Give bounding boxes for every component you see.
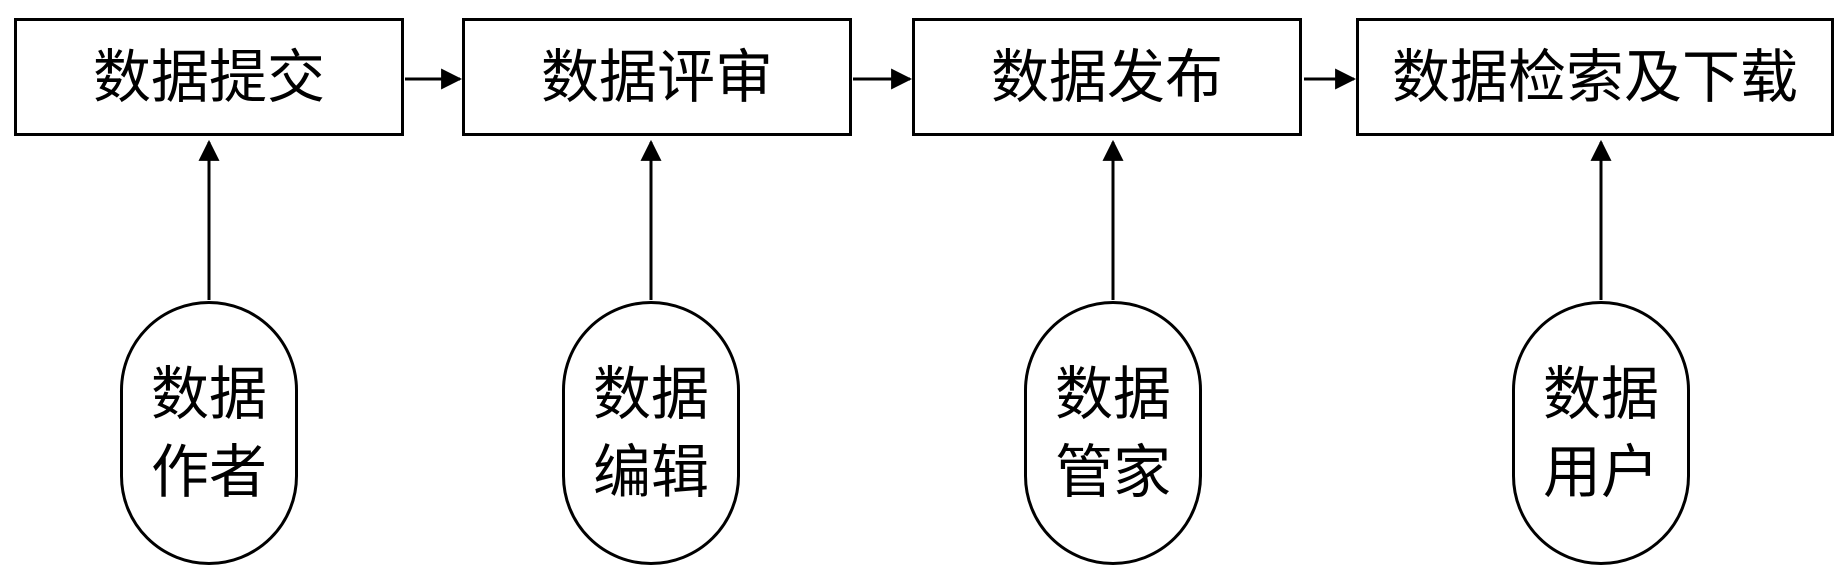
actor-steward: 数据 管家 [1024, 301, 1202, 565]
actor-editor: 数据 编辑 [562, 301, 740, 565]
process-step-label: 数据评审 [540, 43, 773, 111]
actor-label-line2: 作者 [150, 438, 267, 506]
process-step-label: 数据检索及下载 [1391, 43, 1798, 111]
process-step-label: 数据提交 [92, 43, 325, 111]
actor-label-line2: 编辑 [592, 438, 709, 506]
process-step-submit: 数据提交 [14, 18, 404, 136]
actor-label-line1: 数据 [150, 359, 267, 428]
process-step-search: 数据检索及下载 [1356, 18, 1834, 136]
actor-label-line2: 用户 [1542, 438, 1659, 506]
actor-label-line2: 管家 [1054, 438, 1171, 506]
actor-label-line1: 数据 [592, 359, 709, 428]
process-step-publish: 数据发布 [912, 18, 1302, 136]
actor-label-line1: 数据 [1542, 359, 1659, 428]
actor-label-line1: 数据 [1054, 359, 1171, 428]
actor-user: 数据 用户 [1512, 301, 1690, 565]
actor-author: 数据 作者 [120, 301, 298, 565]
process-step-label: 数据发布 [990, 43, 1223, 111]
process-step-review: 数据评审 [462, 18, 852, 136]
